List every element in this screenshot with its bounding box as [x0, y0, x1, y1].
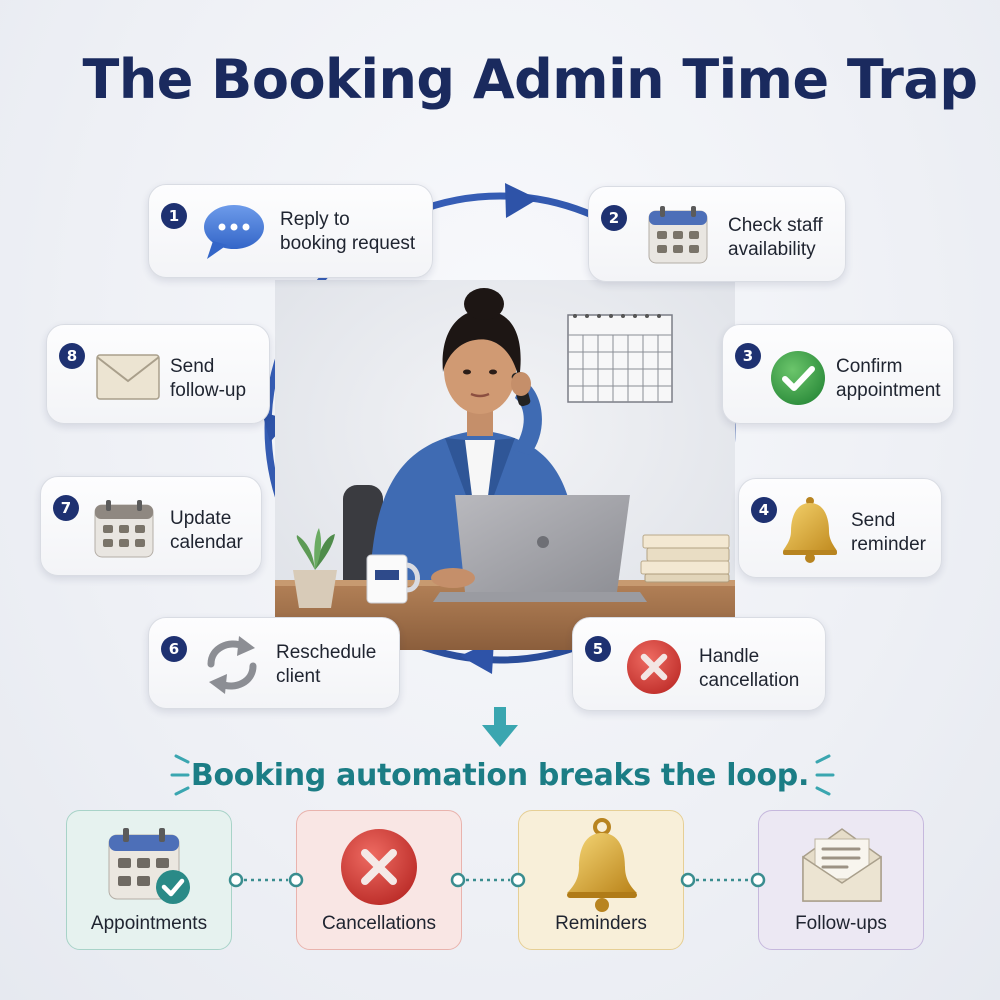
office-worker-illustration [275, 280, 735, 650]
calendar-check-icon [108, 828, 190, 904]
calendar-icon [648, 206, 708, 264]
step-number-badge: 1 [161, 203, 187, 229]
wall-calendar-icon [567, 314, 673, 403]
plant-icon [293, 528, 337, 608]
step-card-4: 4 Send reminder [738, 478, 942, 578]
feature-label: Reminders [555, 913, 647, 934]
x-circle-icon [627, 640, 681, 694]
step-card-3: 3 Confirm appointment [722, 324, 954, 424]
dotted-connector [450, 872, 526, 888]
step-number-badge: 6 [161, 636, 187, 662]
down-arrow-icon [482, 707, 518, 747]
step-card-2: 2 Check staff availability [588, 186, 846, 282]
laptop-icon [433, 495, 647, 602]
step-label: Reply to booking request [280, 209, 416, 254]
refresh-arrows-icon [207, 636, 257, 694]
bell-icon [567, 818, 637, 912]
feature-cancellations: Cancellations [296, 810, 462, 950]
mug-icon [366, 554, 420, 604]
step-label: Handle cancellation [699, 646, 800, 691]
step-card-7: 7 Update calendar [40, 476, 262, 576]
step-label: Send follow-up [170, 356, 247, 401]
step-card-5: 5 Handle cancellation [572, 617, 826, 711]
step-card-8: 8 Send follow-up [46, 324, 270, 424]
loop-arrowhead [505, 183, 538, 218]
step-number-badge: 4 [751, 497, 777, 523]
step-label: Update calendar [170, 508, 243, 553]
feature-label: Appointments [90, 913, 208, 934]
step-number-badge: 5 [585, 636, 611, 662]
step-number-badge: 8 [59, 343, 85, 369]
calendar-icon [94, 500, 154, 558]
speech-bubble-icon [204, 205, 264, 259]
step-card-1: 1 Reply to booking request [148, 184, 433, 278]
automation-banner: Booking automation breaks the loop. [190, 758, 810, 793]
x-circle-icon [341, 829, 417, 905]
step-card-6: 6 Reschedule client [148, 617, 400, 709]
step-number-badge: 2 [601, 205, 627, 231]
envelope-icon [96, 354, 160, 400]
feature-label: Follow-ups [795, 913, 887, 934]
check-circle-icon [771, 351, 825, 405]
page-title: The Booking Admin Time Trap [82, 48, 978, 111]
envelope-icon [802, 828, 882, 902]
feature-label: Cancellations [321, 913, 437, 934]
step-label: Reschedule client [276, 642, 377, 687]
feature-reminders: Reminders [518, 810, 684, 950]
step-number-badge: 7 [53, 495, 79, 521]
step-label: Confirm appointment [836, 356, 941, 401]
dotted-connector [228, 872, 304, 888]
sparkle-icon [170, 754, 190, 796]
feature-follow-ups: Follow-ups [758, 810, 924, 950]
bell-icon [783, 497, 837, 563]
sparkle-icon [815, 754, 835, 796]
step-label: Check staff availability [728, 215, 823, 260]
books-icon [640, 534, 730, 583]
dotted-connector [680, 872, 766, 888]
step-label: Send reminder [851, 510, 926, 555]
feature-appointments: Appointments [66, 810, 232, 950]
step-number-badge: 3 [735, 343, 761, 369]
